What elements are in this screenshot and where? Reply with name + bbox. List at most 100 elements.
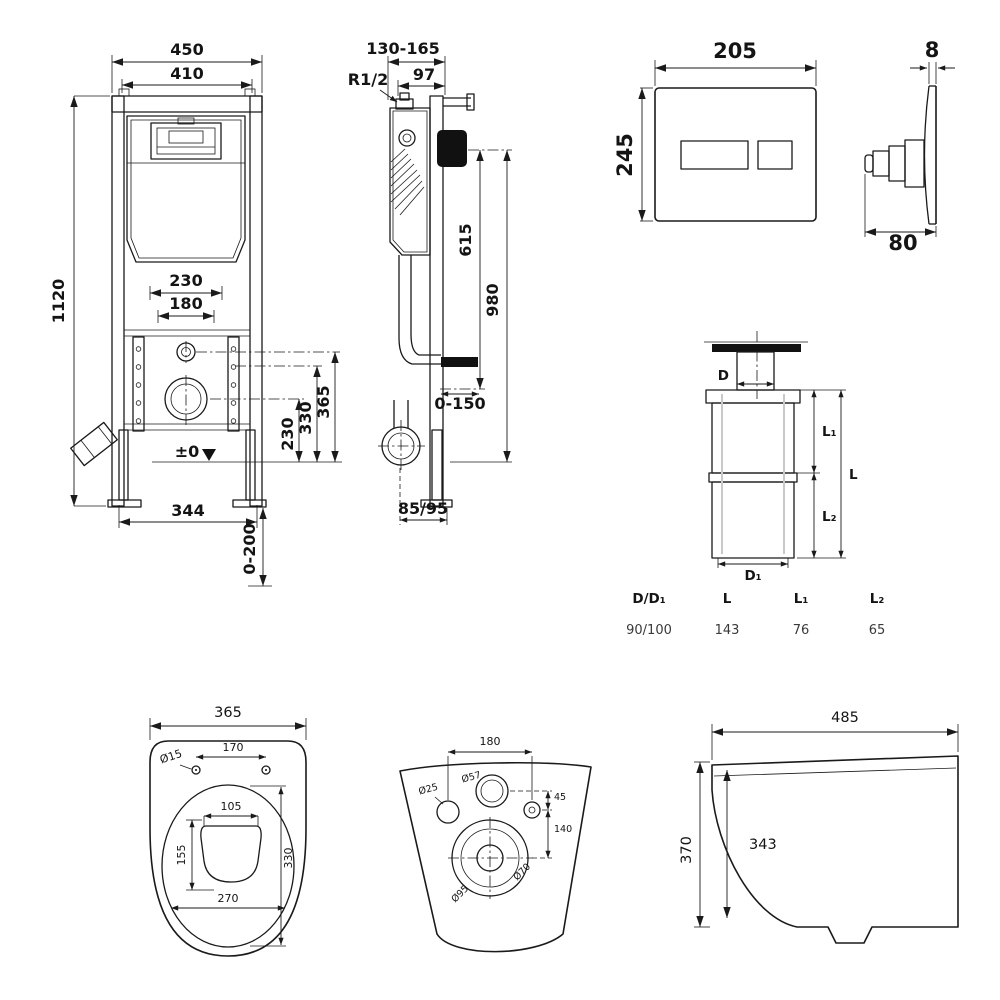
dim-170-label: 170 — [223, 741, 244, 754]
dim-105: 105 — [203, 800, 259, 826]
drain-port — [164, 375, 208, 425]
dim-155: 155 — [175, 819, 214, 891]
inlet-hole-small — [436, 800, 460, 824]
dim-245-label: 245 — [613, 133, 637, 177]
dim-140-label: 140 — [554, 824, 572, 835]
label-r12-text: R1/2 — [348, 70, 388, 89]
connector-table: D/D₁ L L₁ L₂ 90/100 143 76 65 — [626, 591, 885, 638]
drain-circles — [448, 817, 533, 899]
dim-bowl-365-label: 365 — [214, 705, 242, 721]
dim-l2: L₂ — [811, 473, 837, 558]
dim-180: 180 — [157, 294, 215, 323]
dim-l2-label: L₂ — [822, 509, 837, 525]
table-header-l2: L₂ — [870, 591, 885, 607]
inlet-hole-large — [475, 774, 509, 808]
flush-plate-side-view: 8 80 — [864, 38, 955, 255]
dim-180-back-label: 180 — [480, 735, 501, 748]
dim-d-label: D — [718, 368, 729, 384]
dim-180-label: 180 — [169, 294, 202, 313]
label-dia57-text: Ø57 — [460, 770, 482, 786]
table-header-dd1: D/D₁ — [632, 591, 665, 607]
dim-97: 97 — [397, 65, 445, 96]
flush-button-large — [680, 140, 749, 170]
water-inlet — [399, 92, 410, 101]
dim-180-back: 180 — [447, 735, 533, 800]
dim-l: L — [838, 390, 858, 558]
wall-bracket — [466, 93, 475, 111]
drain-elbow — [378, 400, 425, 470]
dim-343-label: 343 — [749, 837, 777, 853]
dim-d1-label: D₁ — [744, 568, 761, 584]
dim-980-label: 980 — [483, 283, 502, 316]
dim-45-label: 45 — [554, 792, 566, 803]
pipe-seal — [712, 344, 801, 352]
dim-205-label: 205 — [713, 39, 757, 63]
dim-450: 450 — [111, 40, 263, 93]
flush-plate-front-view: 205 245 — [613, 39, 817, 222]
dim-343: 343 — [723, 770, 777, 918]
dim-85-95: 85/95 — [398, 468, 448, 525]
dim-45: 45 — [510, 790, 566, 811]
dim-410-label: 410 — [170, 64, 203, 83]
table-header-l: L — [723, 591, 732, 607]
dim-80: 80 — [864, 174, 937, 255]
label-dia15-text: Ø15 — [158, 747, 184, 766]
dim-330-bowl-label: 330 — [282, 848, 295, 869]
dim-0-150-label: 0-150 — [434, 394, 485, 413]
dim-980: 980 — [483, 150, 511, 462]
dim-370-label: 370 — [679, 836, 695, 864]
dim-155-label: 155 — [175, 845, 188, 866]
dim-410: 410 — [121, 64, 253, 93]
floor-datum: ±0 — [175, 442, 216, 461]
dim-0-200: 0-200 — [240, 508, 272, 587]
mounting-strips — [132, 336, 240, 432]
dim-80-label: 80 — [888, 231, 917, 255]
label-dia57: Ø57 — [460, 770, 482, 786]
dim-97-label: 97 — [413, 65, 435, 84]
plate-button-plunger — [864, 139, 925, 188]
dim-1120-label: 1120 — [49, 279, 68, 324]
dim-344: 344 — [118, 501, 258, 528]
cistern-front — [126, 115, 246, 263]
table-value-l1: 76 — [793, 623, 810, 638]
connector-pipe-view: D D₁ L₁ L₂ L D/D₁ — [626, 331, 885, 638]
frame-top-crossbar — [111, 95, 263, 113]
dim-485-label: 485 — [831, 710, 859, 726]
table-value-l: 143 — [715, 623, 740, 638]
dim-1120: 1120 — [49, 95, 110, 507]
frame-right-rail — [249, 95, 263, 507]
dim-270: 270 — [171, 892, 285, 911]
dim-230-floor: 230 — [278, 399, 303, 462]
label-dia95-text: Ø95 — [449, 883, 471, 905]
flush-valve-unit — [150, 122, 222, 160]
label-r12: R1/2 — [348, 70, 398, 103]
bowl-back-outline — [399, 762, 592, 953]
flush-rod-housing — [437, 130, 467, 167]
side-hole — [523, 801, 541, 819]
bowl-top-view: 365 170 Ø15 105 155 330 — [149, 705, 307, 957]
dim-615: 615 — [456, 150, 484, 389]
frame-side-rail — [429, 95, 444, 507]
side-leg — [431, 429, 443, 501]
seat-hole-right — [261, 765, 271, 775]
dim-450-label: 450 — [170, 40, 203, 59]
dim-485: 485 — [711, 710, 959, 760]
floor-datum-label: ±0 — [175, 442, 200, 461]
dim-0-200-label: 0-200 — [240, 523, 259, 574]
bowl-inner-rim — [161, 784, 295, 948]
cistern-side — [389, 92, 431, 256]
frame-side-view: 130-165 97 R1/2 615 980 0-150 85/95 — [348, 39, 512, 525]
wall-outlet-stub — [441, 357, 478, 367]
dim-105-label: 105 — [221, 800, 242, 813]
dim-130-165: 130-165 — [366, 39, 446, 100]
label-dia70-text: Ø70 — [511, 861, 533, 883]
dim-230-top-label: 230 — [169, 271, 202, 290]
dim-d: D — [718, 368, 774, 387]
dim-d1: D₁ — [717, 558, 789, 584]
right-foot — [232, 499, 267, 508]
dim-8: 8 — [910, 38, 955, 84]
table-header-l1: L₁ — [794, 591, 809, 607]
seat-hole-left — [191, 765, 201, 775]
